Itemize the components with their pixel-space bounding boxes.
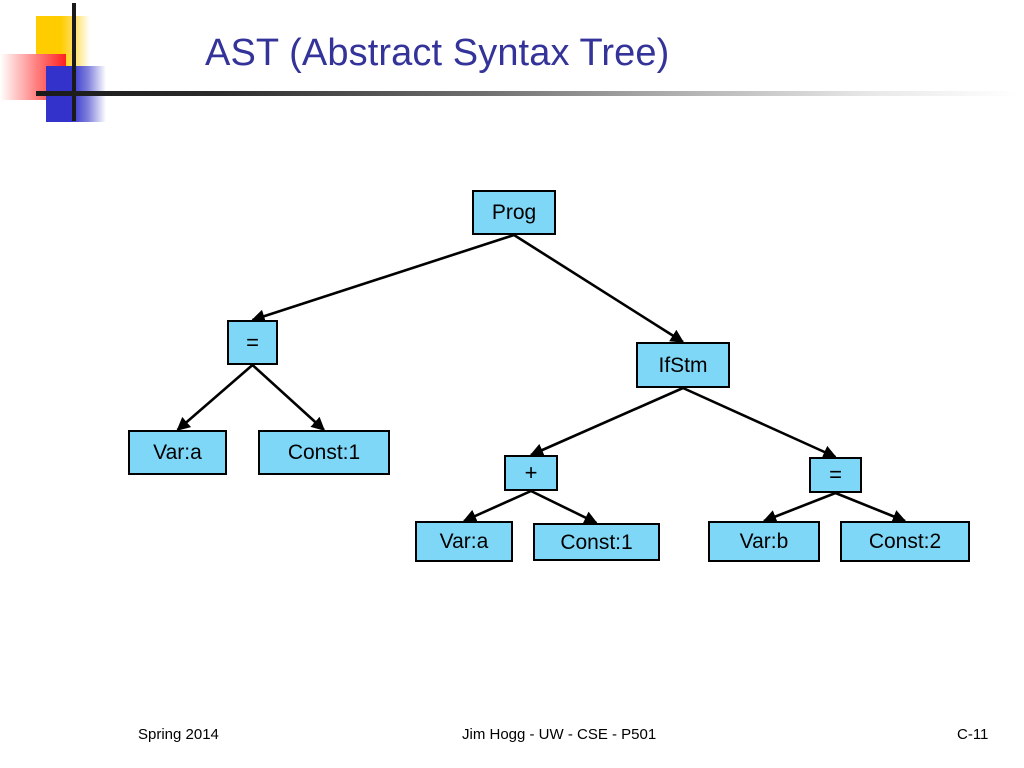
- ast-edge-plus-to-const-1-2: [530, 489, 598, 525]
- ast-edge-prog-to-ifstm: [513, 233, 685, 344]
- ast-node-var-a-2[interactable]: Var:a: [415, 521, 513, 562]
- ast-node-var-b[interactable]: Var:b: [708, 521, 820, 562]
- footer-slide-number: C-11: [957, 726, 989, 743]
- ast-node-prog[interactable]: Prog: [472, 190, 556, 235]
- ast-node-label: Const:2: [868, 530, 942, 553]
- logo-vertical-rule: [72, 3, 76, 121]
- ast-node-label: Const:1: [287, 441, 361, 464]
- ast-node-const-1-2[interactable]: Const:1: [533, 523, 660, 561]
- ast-node-label: Const:1: [560, 530, 633, 554]
- footer-term: Spring 2014: [138, 726, 219, 743]
- ast-node-assign2[interactable]: =: [809, 457, 862, 493]
- ast-node-assign1[interactable]: =: [227, 320, 278, 365]
- ast-edge-assign2-to-var-b: [762, 491, 836, 523]
- ast-node-label: =: [246, 329, 259, 355]
- ast-node-var-a-1[interactable]: Var:a: [128, 430, 227, 475]
- ast-edge-assign1-to-const-1-1: [251, 364, 326, 431]
- ast-node-label: Prog: [491, 201, 537, 224]
- ast-node-label: +: [524, 460, 538, 485]
- page-title: AST (Abstract Syntax Tree): [205, 32, 670, 74]
- ast-node-ifstm[interactable]: IfStm: [636, 342, 730, 388]
- ast-edge-plus-to-var-a-2: [462, 489, 532, 523]
- ast-edge-assign1-to-var-a-1: [176, 364, 254, 431]
- ast-edge-ifstm-to-plus: [529, 386, 684, 457]
- title-underline-rule: [36, 91, 1018, 96]
- ast-node-const-1-1[interactable]: Const:1: [258, 430, 390, 475]
- ast-edge-ifstm-to-assign2: [682, 386, 837, 459]
- ast-node-label: Var:a: [153, 441, 202, 464]
- ast-edge-assign2-to-const-2: [835, 491, 907, 523]
- ast-node-label: Var:a: [439, 530, 489, 553]
- ast-node-label: IfStm: [658, 353, 708, 377]
- ast-edge-prog-to-assign1: [251, 233, 515, 323]
- ast-node-label: =: [829, 462, 842, 487]
- footer-course: Jim Hogg - UW - CSE - P501: [462, 726, 657, 743]
- ast-node-label: Var:b: [739, 530, 789, 553]
- ast-node-const-2[interactable]: Const:2: [840, 521, 970, 562]
- ast-node-plus[interactable]: +: [504, 455, 558, 491]
